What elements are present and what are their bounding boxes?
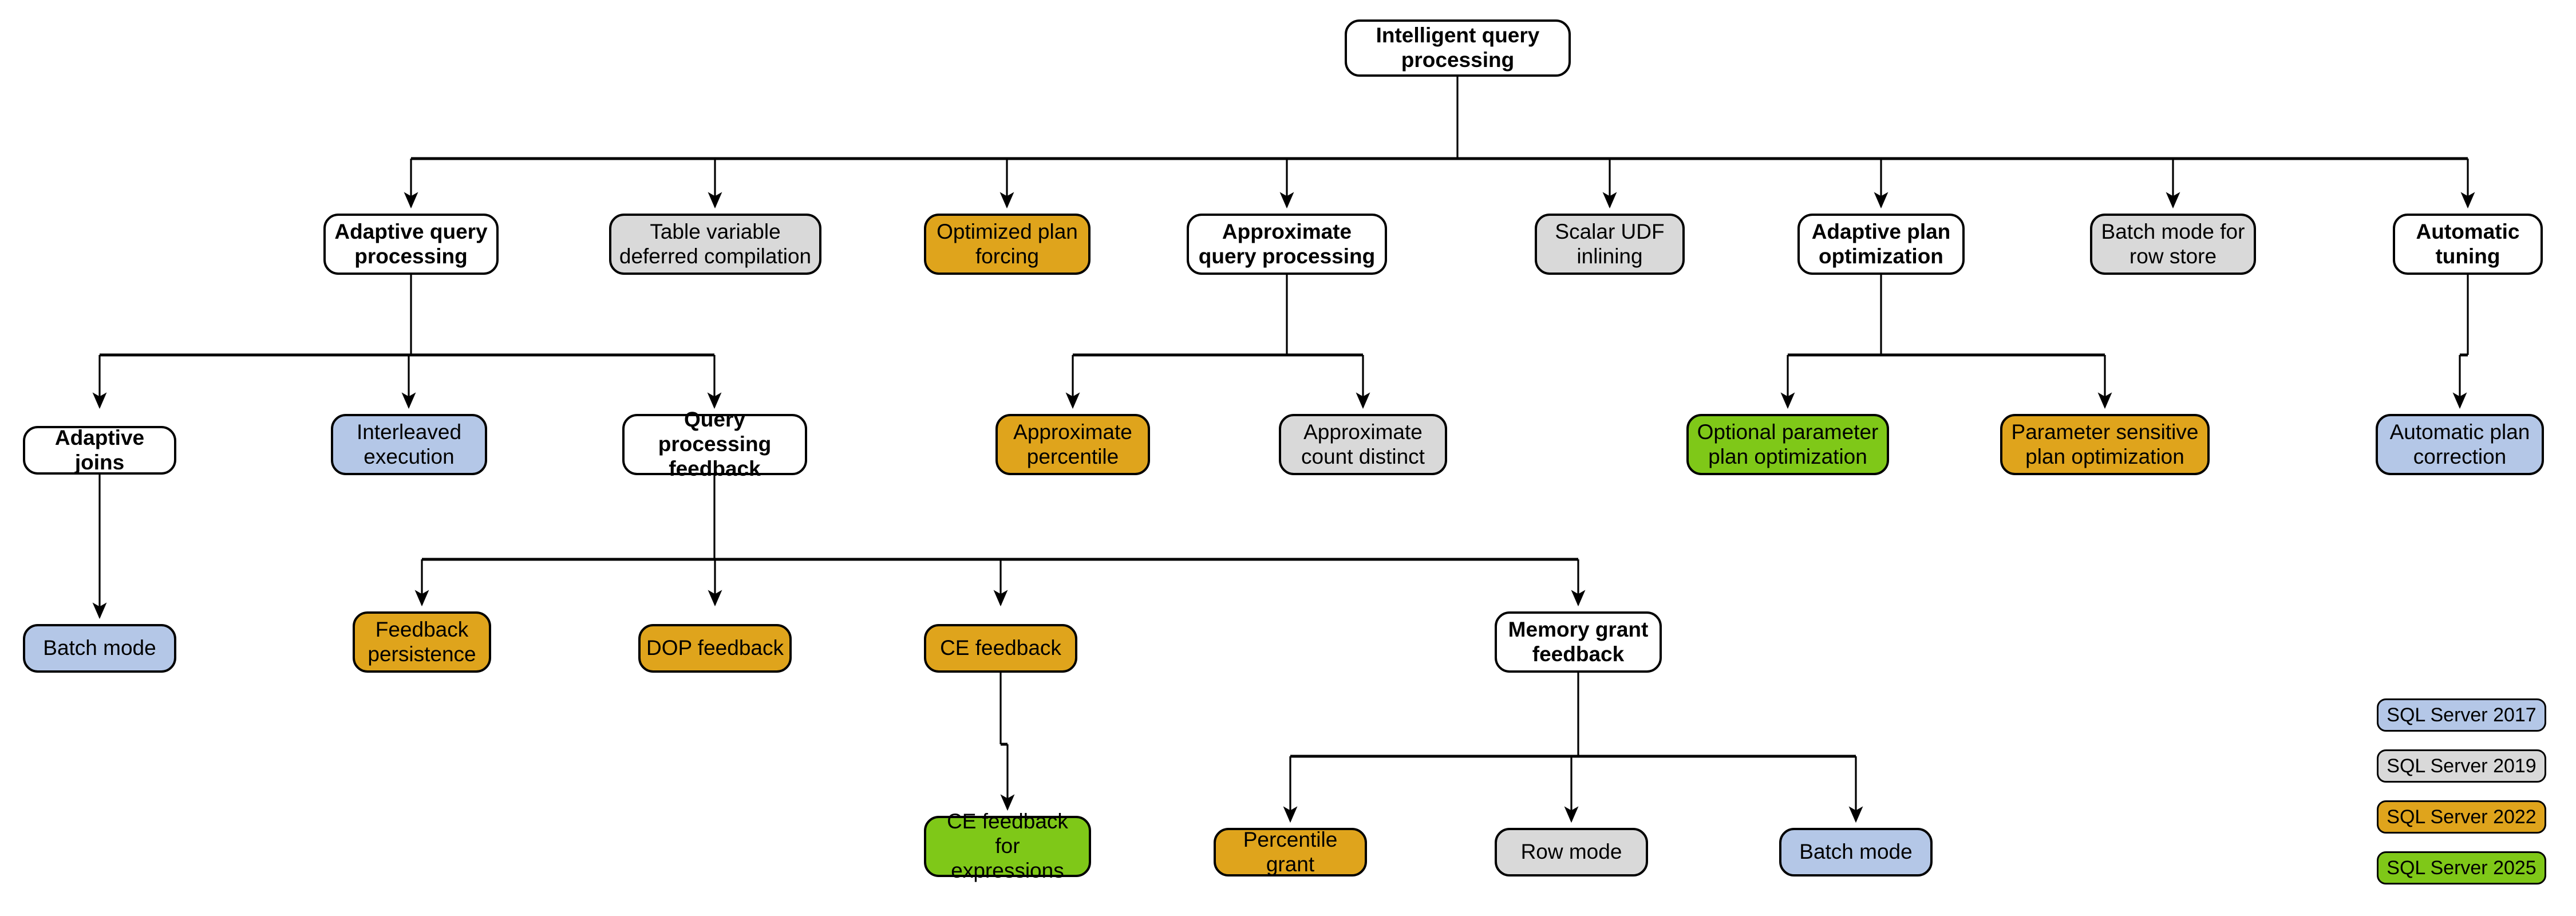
node-approxpct[interactable]: Approximate percentile [995,414,1150,475]
node-oppo[interactable]: Optional parameter plan optimization [1686,414,1889,475]
node-pspo[interactable]: Parameter sensitive plan optimization [2000,414,2210,475]
node-adaptjoins[interactable]: Adaptive joins [23,426,176,475]
legend-item-sql-server-2017: SQL Server 2017 [2377,698,2546,732]
node-approxcount[interactable]: Approximate count distinct [1279,414,1447,475]
node-autotune[interactable]: Automatic tuning [2393,214,2543,275]
node-pctgrant[interactable]: Percentile grant [1214,828,1367,876]
node-root[interactable]: Intelligent query processing [1345,19,1571,77]
node-batchmode1[interactable]: Batch mode [23,624,176,673]
node-interleaved[interactable]: Interleaved execution [331,414,487,475]
node-aqp[interactable]: Adaptive query processing [323,214,499,275]
legend-item-sql-server-2025: SQL Server 2025 [2377,851,2546,885]
node-opf[interactable]: Optimized plan forcing [924,214,1091,275]
node-qpf[interactable]: Query processing feedback [622,408,807,480]
node-tvdc[interactable]: Table variable deferred compilation [609,214,821,275]
node-approx[interactable]: Approximate query processing [1187,214,1387,275]
node-cefbexpr[interactable]: CE feedback for expressions [924,810,1091,882]
node-batchmode2[interactable]: Batch mode [1779,828,1933,876]
node-udf[interactable]: Scalar UDF inlining [1535,214,1685,275]
node-apc[interactable]: Automatic plan correction [2376,414,2544,475]
node-apo[interactable]: Adaptive plan optimization [1797,214,1965,275]
node-bmrs[interactable]: Batch mode for row store [2090,214,2256,275]
node-dopfb[interactable]: DOP feedback [638,624,792,673]
node-mgf[interactable]: Memory grant feedback [1495,611,1662,673]
node-fbpersist[interactable]: Feedback persistence [353,611,491,673]
node-rowmode[interactable]: Row mode [1495,828,1648,876]
legend-item-sql-server-2019: SQL Server 2019 [2377,749,2546,783]
node-cefb[interactable]: CE feedback [924,624,1077,673]
legend-item-sql-server-2022: SQL Server 2022 [2377,800,2546,834]
